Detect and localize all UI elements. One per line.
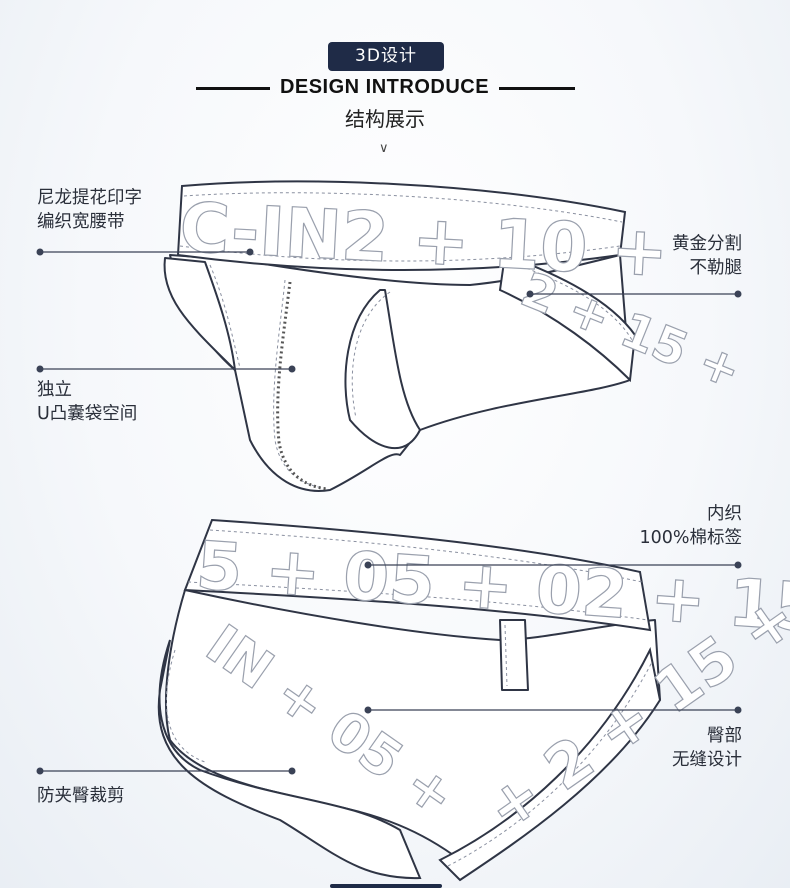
front-view: C-IN2 + 10 + 2 + 15 + [163,180,749,492]
bottom-accent-bar [330,884,442,888]
label-seamless: 臀部 无缝设计 [672,724,742,772]
leader-lines [36,248,742,775]
label-seamless-line1: 臀部 [707,726,742,746]
label-pouch-line1: 独立 [37,380,72,400]
header-rule-right [499,87,575,90]
label-golden-split-line1: 黄金分割 [672,234,742,254]
section-headline: DESIGN INTRODUCE [279,76,490,98]
label-inner-tag-line1: 内织 [707,504,742,524]
label-inner-tag: 内织 100%棉标签 [639,502,742,550]
section-badge: 3D设计 [328,42,444,71]
label-anti-pinch-line1: 防夹臀裁剪 [37,786,125,806]
section-subhead: 结构展示 [345,107,425,131]
label-waistband-line2: 编织宽腰带 [37,212,125,232]
label-golden-split-line2: 不勒腿 [689,258,743,278]
label-waistband-line1: 尼龙提花印字 [37,188,142,208]
label-waistband: 尼龙提花印字 编织宽腰带 [37,186,142,234]
header-rule-left [196,87,270,90]
label-seamless-line2: 无缝设计 [672,750,742,770]
chevron-down-icon: ∨ [379,141,389,156]
label-golden-split: 黄金分割 不勒腿 [672,232,742,280]
label-pouch: 独立 U凸囊袋空间 [37,378,137,426]
back-view: 5 + 05 + 02 + 15 + 2 + 15 + IN + 05 + [157,518,790,882]
label-inner-tag-line2: 100%棉标签 [639,528,742,548]
label-pouch-line2: U凸囊袋空间 [37,404,138,424]
label-anti-pinch: 防夹臀裁剪 [37,784,125,808]
